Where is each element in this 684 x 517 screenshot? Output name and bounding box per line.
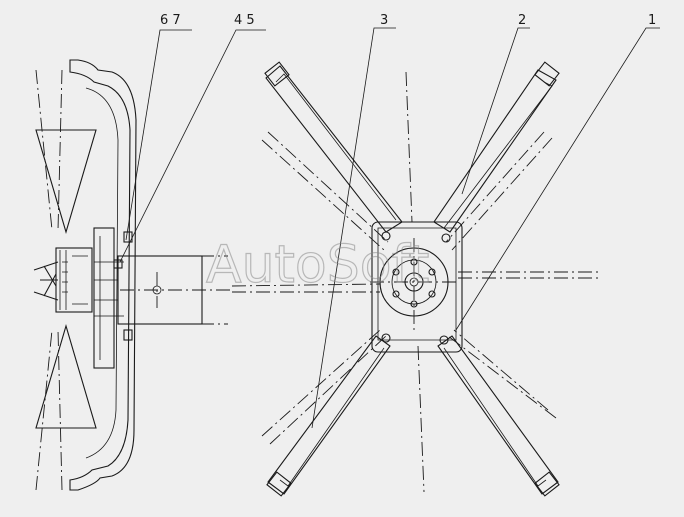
center-plate [371, 221, 463, 353]
plate-bolt-tl [381, 231, 391, 241]
hub-bolt-5 [392, 290, 400, 298]
hub-spokes [33, 261, 59, 301]
callout-2: 2 [518, 13, 526, 28]
leader-4-5 [119, 29, 266, 263]
mounting-flange [93, 227, 115, 369]
callout-leaders [119, 27, 660, 429]
flange-bolt-lower [123, 329, 133, 341]
arm-lower-left-tip [266, 471, 292, 497]
housing-side-lines [200, 255, 228, 325]
leader-3 [311, 27, 396, 429]
arm-lower-left [267, 335, 391, 495]
front-view [231, 61, 600, 497]
housing-center-mark [152, 285, 162, 295]
hub-bolt-6 [392, 268, 400, 276]
hub-body [55, 247, 93, 313]
housing-centerline [120, 272, 230, 308]
leader-1 [455, 27, 660, 331]
leader-2 [461, 27, 530, 195]
arm-lower-right [437, 335, 559, 495]
arm-lower-left-inner [279, 347, 385, 487]
lower-blade-outline [35, 329, 96, 491]
plate-bolt-bl [381, 333, 391, 343]
phantom-blade-s [417, 345, 425, 493]
phantom-blade-e [458, 271, 600, 279]
callout-labels: 6 7 4 5 3 2 1 [160, 13, 656, 28]
arm-lower-right-tip [534, 471, 560, 497]
arm-upper-left-tip [264, 61, 290, 87]
hub-crosshair [370, 238, 460, 330]
phantom-blade-nw [261, 131, 389, 251]
lower-blade [35, 324, 97, 429]
callout-1: 1 [648, 13, 656, 28]
phantom-blade-sw [261, 329, 387, 445]
watermark-text: AutoSoft [206, 235, 429, 295]
side-view [33, 59, 230, 491]
arm-upper-right [433, 69, 557, 233]
hub-bolt-2 [428, 268, 436, 276]
arm-upper-left-inner [275, 73, 397, 221]
plate-bolt-tr [441, 233, 451, 243]
arm-lower-right-inner [443, 347, 547, 487]
flange-bolt-upper [123, 231, 133, 243]
plate-bolt-br [439, 335, 449, 345]
leader-6-7 [125, 29, 192, 241]
phantom-blade-ne [445, 131, 553, 251]
center-plate-inner [377, 227, 457, 341]
callout-6-7: 6 7 [160, 13, 181, 28]
hub-bolt-3 [428, 290, 436, 298]
callout-3: 3 [380, 13, 388, 28]
callout-4-5: 4 5 [234, 13, 255, 28]
hub-details [59, 250, 88, 310]
phantom-blade-n [405, 71, 413, 223]
phantom-blade-se [447, 329, 557, 419]
upper-blade-outline [35, 69, 96, 231]
upper-blade [35, 129, 97, 234]
arm-upper-right-tip [534, 61, 560, 87]
hub-bolt-4 [410, 300, 418, 308]
arm-upper-right-inner [443, 81, 553, 229]
phantom-blade-w [231, 283, 381, 293]
flange-detail [94, 236, 124, 360]
shroud-outer-profile [69, 59, 137, 491]
shroud-inner-profile [85, 87, 119, 459]
